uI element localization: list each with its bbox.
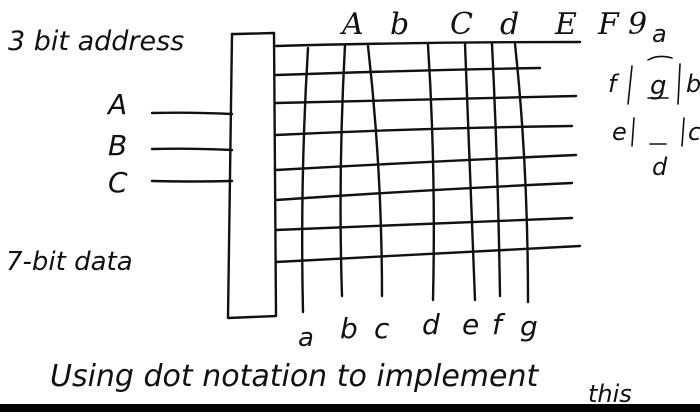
row-line-5 [274, 181, 574, 202]
segment-label-c: c [688, 118, 700, 146]
input-line-b [150, 147, 234, 152]
segment-label-a: a [652, 20, 667, 48]
digit-glyph-f: F [597, 7, 620, 42]
col-line-g [513, 42, 530, 304]
row-line-1 [274, 66, 542, 77]
row-line-0 [274, 40, 582, 48]
digit-glyph-c: C [450, 7, 473, 42]
output-label-c: c [374, 312, 390, 345]
input-label-b: B [108, 129, 127, 162]
input-label-c: C [108, 166, 128, 199]
col-line-f [490, 42, 502, 298]
segment-label-e: e [612, 118, 627, 146]
segment-label-d: d [652, 153, 668, 181]
segment-e [631, 117, 635, 147]
output-label-f: f [492, 308, 506, 341]
digit-glyph-9: 9 [628, 7, 647, 42]
caption-line-2: this [588, 380, 632, 408]
output-label-d: d [422, 308, 440, 341]
segment-c [681, 117, 685, 147]
seven-segment-sketch: a f g b e c d [608, 20, 700, 181]
row-line-4 [274, 153, 578, 172]
row-line-6 [274, 216, 574, 232]
input-line-a [150, 111, 234, 116]
output-label-a: a [298, 323, 314, 353]
input-line-c [150, 179, 234, 183]
data-label: 7-bit data [6, 247, 133, 277]
output-labels: a b c d e f g [298, 308, 538, 353]
input-label-a: A [106, 88, 127, 121]
col-line-a [300, 46, 310, 314]
row-line-3 [274, 124, 574, 137]
output-label-e: e [462, 308, 479, 341]
decoder-box [226, 31, 278, 320]
col-line-b [339, 43, 347, 298]
caption-line-1: Using dot notation to implement [50, 359, 539, 394]
digit-glyph-e: E [554, 7, 577, 42]
output-label-g: g [520, 310, 538, 343]
segment-label-b: b [686, 70, 700, 98]
segment-label-f: f [608, 70, 620, 98]
digit-glyph-row: A b C d E F 9 [339, 7, 647, 42]
digit-glyph-a: A [339, 7, 364, 42]
horizontal-lines [274, 40, 582, 264]
row-line-2 [274, 94, 578, 105]
output-label-b: b [340, 312, 358, 345]
title-label: 3 bit address [8, 26, 184, 57]
col-line-e [463, 42, 477, 302]
digit-glyph-d: d [500, 7, 519, 42]
col-line-d [426, 43, 436, 302]
digit-glyph-b: b [390, 7, 409, 42]
col-line-c [366, 44, 384, 298]
vertical-lines [300, 42, 530, 314]
segment-label-g: g [650, 71, 667, 101]
segment-top [647, 55, 673, 61]
bottom-bar [0, 404, 700, 412]
segment-f [627, 65, 633, 105]
row-line-7 [274, 244, 582, 264]
segment-b [677, 63, 681, 105]
